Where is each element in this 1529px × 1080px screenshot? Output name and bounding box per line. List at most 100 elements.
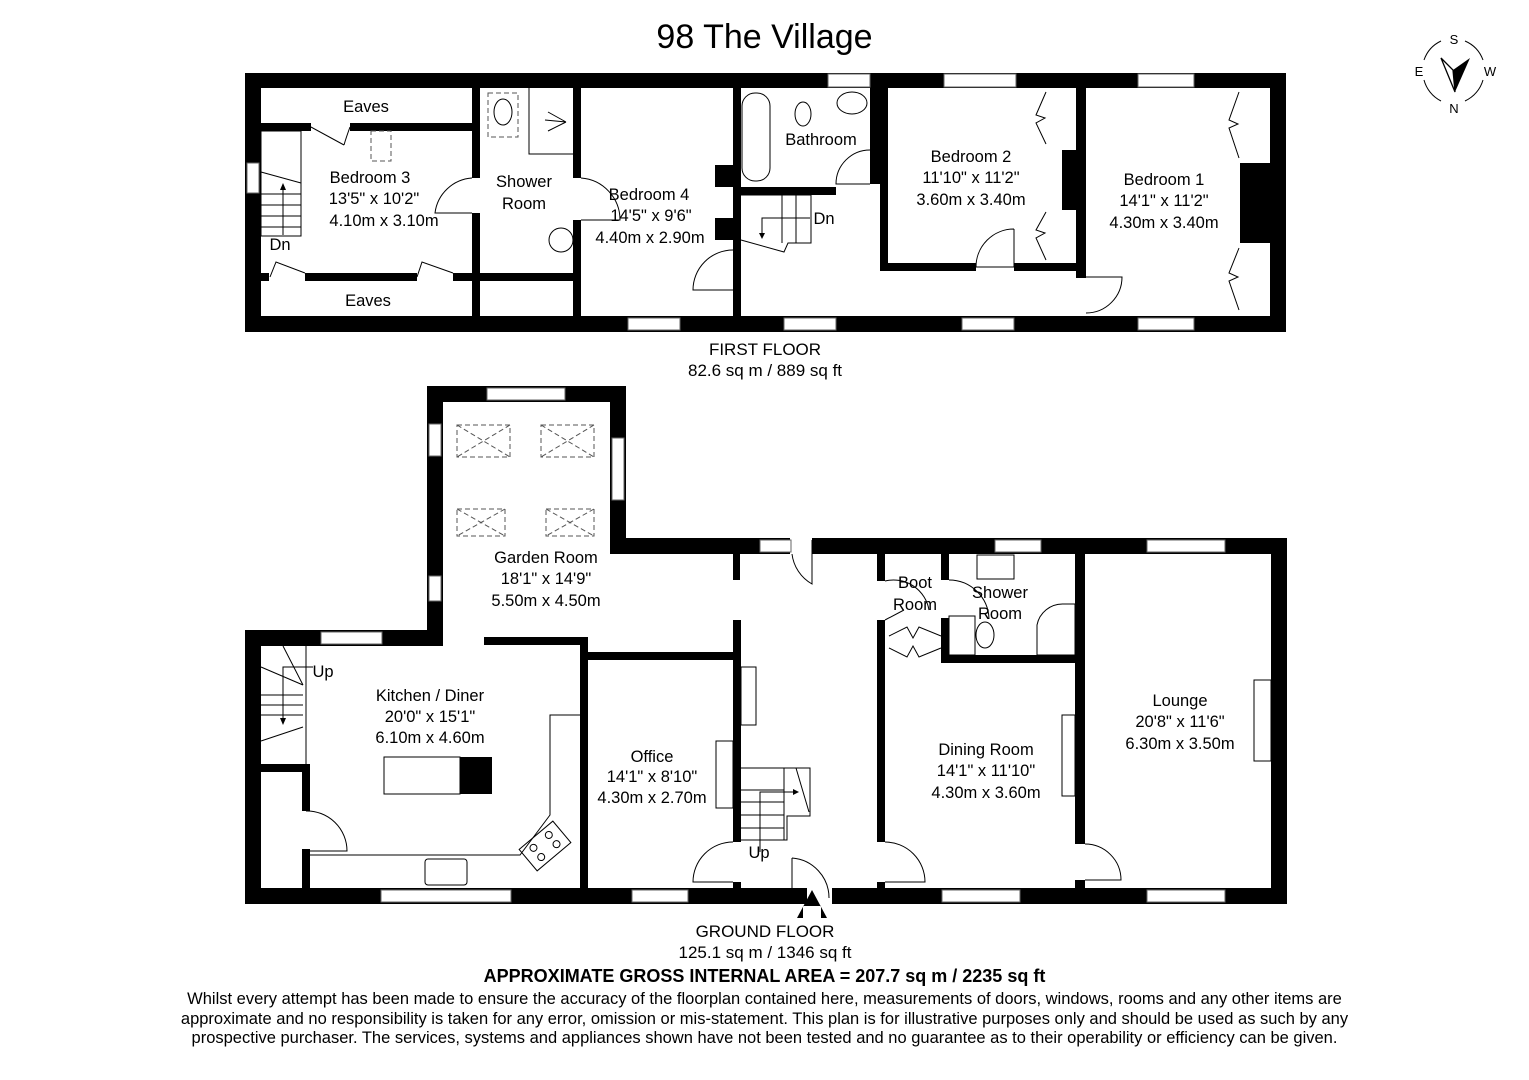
svg-text:14'5" x 9'6": 14'5" x 9'6" [610,207,691,225]
svg-text:Shower: Shower [496,173,552,191]
compass-east: E [1415,64,1424,79]
window [941,889,1021,903]
page-title: 98 The Village [656,18,873,56]
svg-text:Bedroom 2: Bedroom 2 [931,148,1012,166]
window [611,437,625,501]
window [320,631,383,645]
window [759,539,792,553]
first-floor-caption: FIRST FLOOR 82.6 sq m / 889 sq ft [665,339,865,381]
toilet-icon [493,98,513,126]
front-door[interactable] [791,857,830,899]
door [975,228,1015,268]
svg-text:11'10" x 11'2": 11'10" x 11'2" [922,169,1019,187]
svg-text:Up: Up [312,663,333,681]
door [692,249,734,291]
chimney-breast [1061,714,1076,797]
sink-icon [976,554,1015,580]
first-floor-area: 82.6 sq m / 889 sq ft [687,361,843,380]
room-kitchen-diner: Kitchen / Diner 20'0" x 15'1" 6.10m x 4.… [375,687,484,747]
room-boot-room: Boot Room [893,574,937,614]
svg-text:Kitchen / Diner: Kitchen / Diner [376,687,485,705]
door [310,126,351,146]
svg-text:6.30m x 3.50m: 6.30m x 3.50m [1125,735,1234,753]
first-floor-label: FIRST FLOOR [708,340,822,359]
door [948,579,990,620]
svg-text:Dining Room: Dining Room [938,741,1033,759]
room-bedroom-4: Bedroom 4 14'5" x 9'6" 4.40m x 2.90m [595,186,704,247]
window [428,575,442,602]
skylights [456,424,595,537]
room-eaves-top: Eaves [343,98,389,116]
shower-tray [1036,603,1076,656]
svg-text:Eaves: Eaves [343,98,389,116]
door [835,149,871,185]
window [428,423,442,457]
window [380,889,512,903]
window [783,317,837,331]
svg-text:4.30m x 3.60m: 4.30m x 3.60m [931,784,1040,802]
ground-floor-area: 125.1 sq m / 1346 sq ft [678,943,852,962]
compass-icon: S E W N [1415,32,1497,116]
svg-text:4.30m x 2.70m: 4.30m x 2.70m [597,789,706,807]
svg-text:Lounge: Lounge [1152,692,1207,710]
svg-text:13'5" x 10'2": 13'5" x 10'2" [329,190,420,208]
wardrobe [1035,91,1047,261]
disclaimer: Whilst every attempt has been made to en… [100,990,1429,1049]
svg-text:6.10m x 4.60m: 6.10m x 4.60m [375,729,484,747]
room-shower-room-first: Shower Room [496,173,552,213]
door [305,810,348,852]
cupboard [715,740,734,809]
staircase [260,130,302,237]
door [1084,843,1122,881]
window [1137,73,1195,88]
svg-text:20'0" x 15'1": 20'0" x 15'1" [385,708,476,726]
svg-text:Office: Office [631,748,674,766]
kitchen-worktop [310,714,580,856]
svg-text:Bedroom 4: Bedroom 4 [609,186,690,204]
staircase [260,645,313,764]
shower-tray [528,88,573,155]
svg-text:4.30m x 3.40m: 4.30m x 3.40m [1109,214,1218,232]
sink-icon [424,858,468,886]
svg-text:18'1" x 14'9": 18'1" x 14'9" [501,570,592,588]
disclaimer-line: approximate and no responsibility is tak… [180,1009,1349,1028]
kitchen-island-hob [460,757,492,794]
shower-head-icon [544,111,567,132]
svg-text:Room: Room [893,596,937,614]
compass-north: N [1449,101,1458,116]
entrance-arrow-icon [797,890,827,918]
window [943,73,1017,88]
svg-text:Garden Room: Garden Room [494,549,598,567]
svg-text:Room: Room [978,605,1022,623]
door [1085,276,1123,314]
window [1146,889,1226,903]
room-shower-room-ground: Shower Room [972,584,1028,623]
toilet-icon [975,621,995,649]
staircase [740,767,811,852]
sink-icon [548,227,574,253]
door [692,841,734,883]
svg-text:14'1" x 11'2": 14'1" x 11'2" [1119,192,1208,210]
svg-text:Shower: Shower [972,584,1028,602]
compass-south: S [1450,32,1459,47]
room-eaves-bottom: Eaves [345,292,391,310]
first-floor-plan: Eaves Eaves Bedroom 3 13'5" x 10'2" 4.10… [245,73,1286,332]
window [631,889,689,903]
svg-text:Bathroom: Bathroom [785,131,857,149]
stair-label: Dn Dn [269,210,834,254]
sink-icon [836,91,868,115]
disclaimer-line: Whilst every attempt has been made to en… [187,990,1342,1008]
door [580,177,621,221]
cooker-hob-icon [518,820,572,872]
window [486,387,566,401]
bath-icon [741,92,771,182]
cupboard [740,666,757,726]
door [884,841,926,883]
window [1137,317,1195,331]
room-lounge: Lounge 20'8" x 11'6" 6.30m x 3.50m [1125,692,1234,753]
room-dining-room: Dining Room 14'1" x 11'10" 4.30m x 3.60m [931,741,1040,802]
room-bedroom-2: Bedroom 2 11'10" x 11'2" 3.60m x 3.40m [916,148,1025,209]
skylight [487,92,519,138]
svg-text:Up: Up [748,844,769,862]
door [269,261,454,278]
